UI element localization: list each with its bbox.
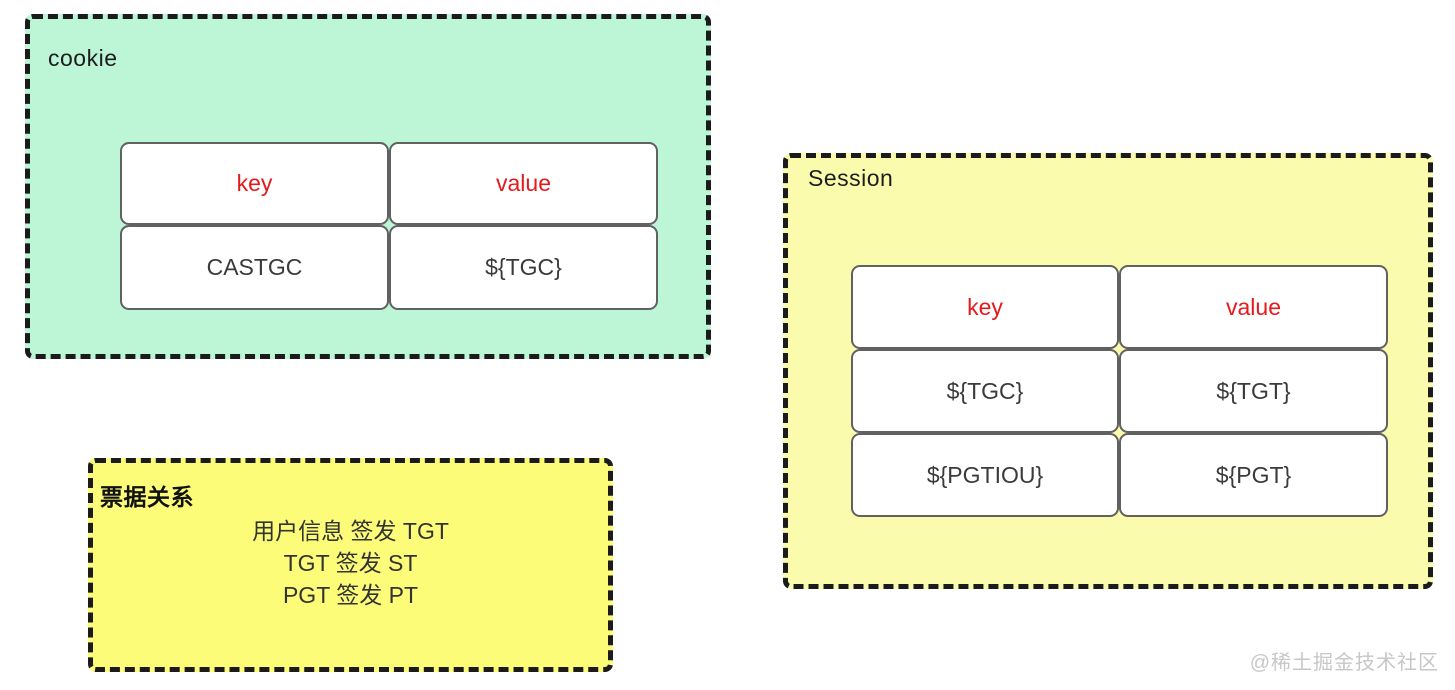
ticket-relationship-line: PGT 签发 PT bbox=[282, 582, 419, 608]
session-table-header-key: key bbox=[851, 265, 1119, 349]
cookie-table-header-value: value bbox=[389, 142, 658, 225]
ticket-relationship-lines: 用户信息 签发 TGT TGT 签发 ST PGT 签发 PT bbox=[93, 515, 608, 611]
watermark-text: @稀土掘金技术社区 bbox=[1249, 652, 1439, 674]
session-box: Session key value ${TGC} ${TGT} ${PGTIOU… bbox=[783, 153, 1433, 589]
cookie-table-cell-key: CASTGC bbox=[120, 225, 389, 310]
session-box-label: Session bbox=[808, 165, 894, 191]
session-table-cell-value: ${TGT} bbox=[1119, 349, 1388, 433]
cookie-box: cookie key value CASTGC ${TGC} bbox=[25, 14, 711, 359]
cookie-box-label: cookie bbox=[48, 45, 118, 71]
ticket-relationship-box: 票据关系 用户信息 签发 TGT TGT 签发 ST PGT 签发 PT bbox=[88, 458, 613, 672]
cookie-key-value-table: key value CASTGC ${TGC} bbox=[120, 142, 658, 310]
ticket-relationship-box-label: 票据关系 bbox=[100, 484, 194, 510]
session-table-cell-value: ${PGT} bbox=[1119, 433, 1388, 517]
session-table-cell-key: ${PGTIOU} bbox=[851, 433, 1119, 517]
ticket-relationship-line: 用户信息 签发 TGT bbox=[252, 518, 449, 544]
session-table-header-value: value bbox=[1119, 265, 1388, 349]
cookie-table-cell-value: ${TGC} bbox=[389, 225, 658, 310]
session-key-value-table: key value ${TGC} ${TGT} ${PGTIOU} ${PGT} bbox=[851, 265, 1388, 517]
cookie-table-header-key: key bbox=[120, 142, 389, 225]
ticket-relationship-line: TGT 签发 ST bbox=[283, 550, 418, 576]
session-table-cell-key: ${TGC} bbox=[851, 349, 1119, 433]
